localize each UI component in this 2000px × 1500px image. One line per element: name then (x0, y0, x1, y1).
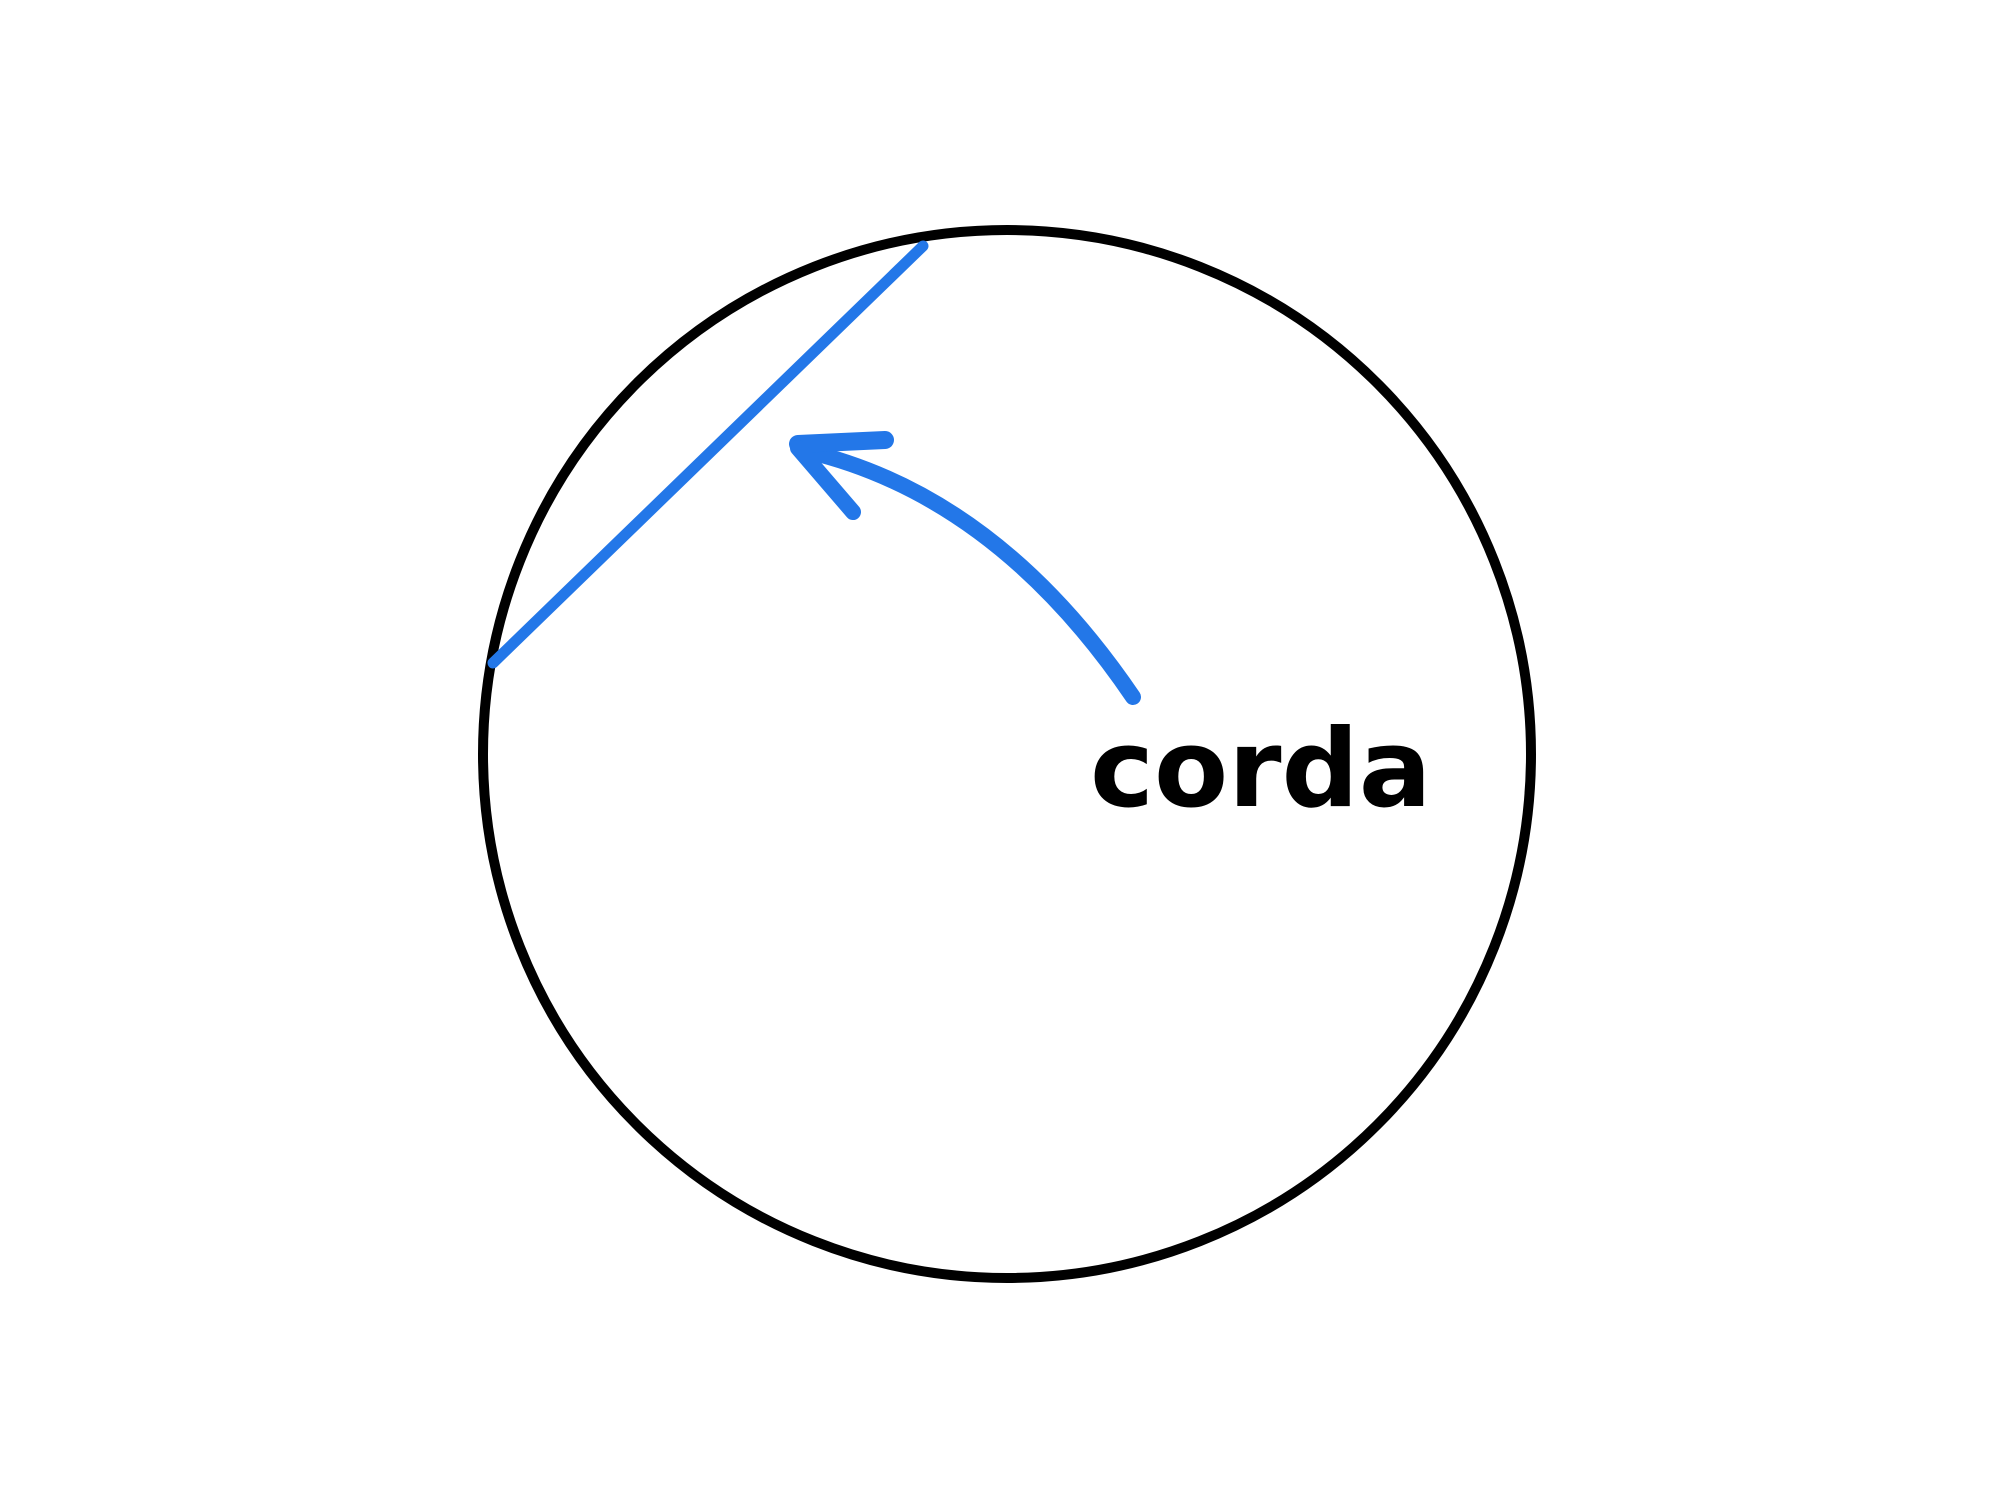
arrow-shaft (798, 443, 1141, 705)
chord-label: corda (1090, 707, 1432, 832)
chord-line (487, 240, 929, 669)
arrow-head-bottom (790, 440, 861, 520)
arrow-head-top (789, 431, 894, 453)
arrow-icon (789, 431, 1141, 705)
circle (478, 225, 1536, 1283)
